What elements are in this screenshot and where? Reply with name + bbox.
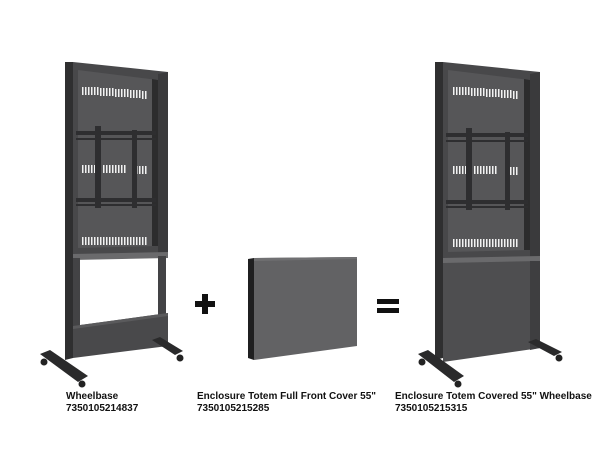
product-name: Enclosure Totem Covered 55" Wheelbase xyxy=(395,391,592,402)
product-name: Enclosure Totem Full Front Cover 55" xyxy=(197,391,377,402)
product-sku: 7350105215315 xyxy=(395,403,468,414)
caption-covered-wheelbase: Enclosure Totem Covered 55" Wheelbase 73… xyxy=(395,391,592,415)
caption-front-cover: Enclosure Totem Full Front Cover 55" 735… xyxy=(197,391,376,415)
caption-wheelbase: Wheelbase 7350105214837 xyxy=(66,391,138,415)
front-cover-illustration xyxy=(248,257,357,360)
wheelbase-image xyxy=(40,58,200,388)
equals-icon xyxy=(376,298,400,319)
product-sku: 7350105215285 xyxy=(197,403,270,414)
plus-icon xyxy=(194,293,216,320)
covered-wheelbase-illustration xyxy=(418,62,563,388)
front-cover-image xyxy=(248,256,358,360)
product-name: Wheelbase xyxy=(66,391,119,402)
covered-wheelbase-image xyxy=(418,58,578,388)
product-sku: 7350105214837 xyxy=(66,403,139,414)
wheelbase-illustration xyxy=(40,62,184,388)
